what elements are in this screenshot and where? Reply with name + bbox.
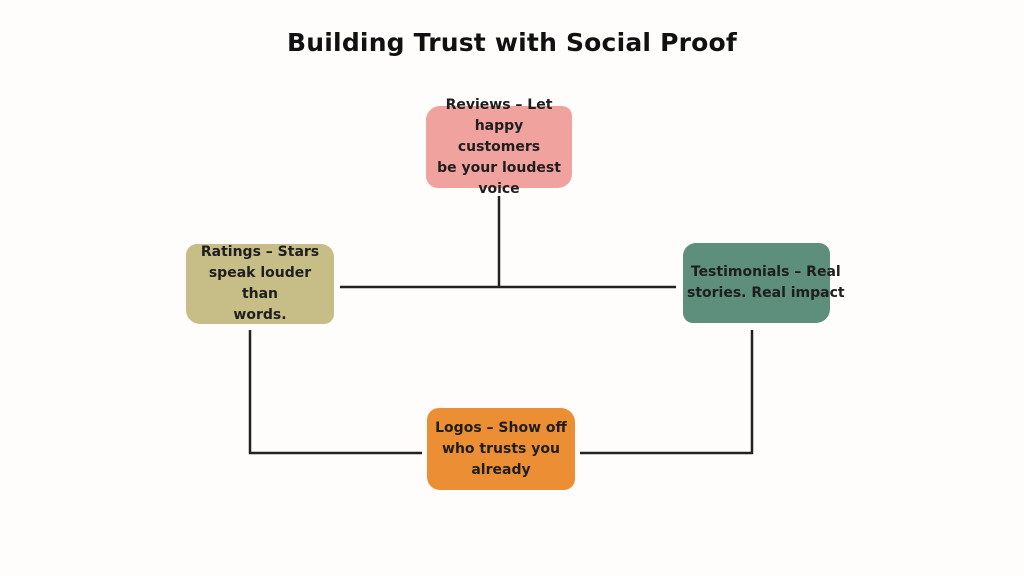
node-ratings-line: words.	[233, 307, 287, 323]
node-logos-line: Logos – Show off	[435, 419, 567, 436]
connector-ratings-to-logos	[248, 330, 422, 455]
node-testimonials-line: Testimonials – Real	[690, 264, 841, 280]
node-ratings-line: speak louder than	[208, 265, 312, 302]
node-logos-line: who trusts you	[442, 440, 560, 457]
node-ratings: Ratings – Stars speak louder than words.	[186, 244, 334, 324]
node-reviews-line: Reviews – Let	[445, 96, 553, 113]
node-reviews-line: be your loudest	[437, 159, 561, 176]
node-reviews-line: happy customers	[457, 117, 541, 155]
node-logos-line: already	[471, 461, 531, 478]
diagram-title: Building Trust with Social Proof	[287, 28, 737, 57]
node-reviews-line: voice	[478, 180, 520, 197]
connector-testimonials-to-logos	[580, 330, 754, 455]
node-testimonials-line: stories. Real impact	[687, 285, 845, 301]
node-testimonials: Testimonials – Real stories. Real impact	[683, 243, 845, 323]
node-logos: Logos – Show off who trusts you already	[427, 408, 575, 490]
node-ratings-line: Ratings – Stars	[200, 244, 320, 260]
node-reviews: Reviews – Let happy customers be your lo…	[426, 97, 572, 197]
